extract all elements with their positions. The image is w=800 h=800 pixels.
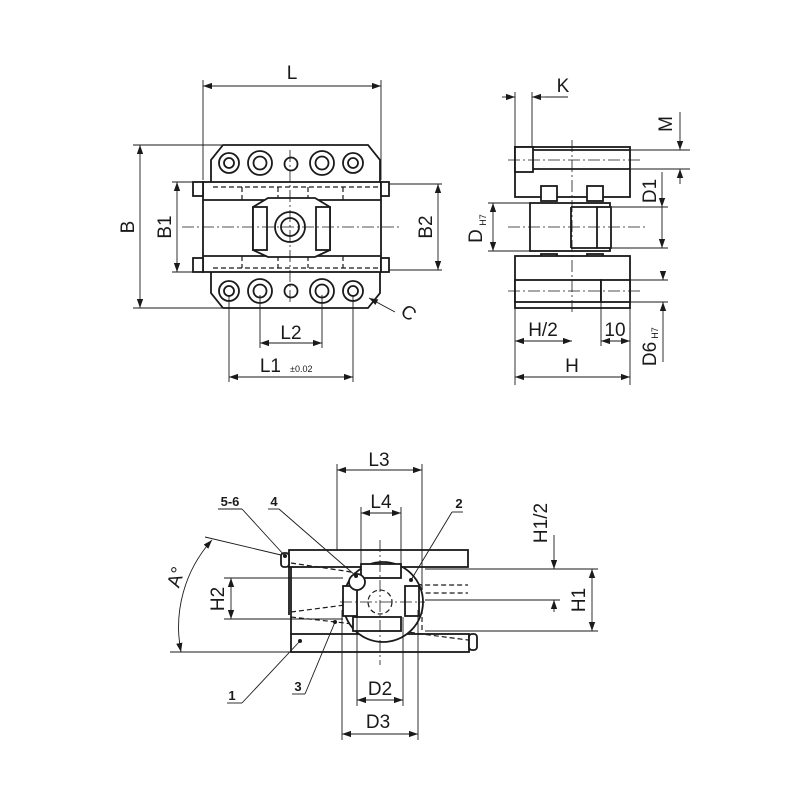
left-lug-top — [192, 181, 204, 197]
callout-3-label: 3 — [294, 679, 301, 694]
wedge-hidden-lines — [290, 562, 468, 586]
set-screw-left — [280, 552, 290, 568]
right-lug-bottom — [380, 257, 390, 273]
upper-tooth — [586, 185, 604, 202]
dimension-L3: L3 — [336, 450, 423, 585]
dimension-H-label: H — [565, 356, 579, 377]
dimension-L1-label: L1 — [260, 356, 281, 377]
dimension-H: H — [515, 356, 630, 381]
dimension-H-half: H/2 — [514, 308, 572, 385]
rotor-slot-bottom — [352, 616, 402, 632]
dimension-H1: H1 — [425, 568, 598, 632]
callout-5-6: 5-6 — [218, 494, 287, 558]
dimension-M: M — [630, 112, 690, 184]
dimension-D6-label: D6 — [640, 342, 661, 366]
dimension-K: K — [502, 76, 570, 147]
side-view: K M D1 D H7 H/2 — [466, 76, 690, 385]
dimension-L4-label: L4 — [370, 492, 392, 513]
dimension-A-label: A° — [164, 564, 190, 590]
ball-detent — [348, 573, 366, 591]
dimension-L-label: L — [287, 63, 298, 84]
counterbore-hole — [247, 150, 273, 176]
dimension-C-label: C — [397, 301, 420, 326]
bolt-hole — [342, 152, 364, 174]
callout-2-label: 2 — [455, 496, 462, 511]
dimension-D2-label: D2 — [368, 679, 392, 700]
callout-4-label: 4 — [270, 494, 278, 509]
dimension-D6-fit: H7 — [650, 327, 660, 339]
left-lug-bottom — [192, 257, 204, 273]
side-view-body — [508, 140, 645, 315]
dimension-B2-label: B2 — [416, 215, 437, 238]
dimension-L2: L2 — [259, 295, 323, 348]
dimension-L4: L4 — [360, 492, 402, 564]
section-view: L3 L4 H1/2 H1 H2 — [164, 450, 598, 740]
dimension-D1: D1 — [612, 172, 668, 249]
upper-screw-head — [514, 146, 534, 173]
dimension-B1: B1 — [155, 181, 195, 273]
dimension-H1-half-label: H1/2 — [531, 503, 552, 543]
boss-jaw-right — [315, 206, 331, 251]
dimension-L: L — [202, 63, 382, 180]
dimension-B1-label: B1 — [155, 215, 176, 238]
dimension-10: 10 — [600, 302, 631, 385]
dimension-H-half-label: H/2 — [528, 320, 558, 341]
pin-hole — [283, 156, 299, 172]
callout-5-6-label: 5-6 — [221, 494, 240, 509]
dimension-D-fit: H7 — [478, 214, 488, 226]
rotor-slot-top — [360, 563, 402, 579]
dimension-D3-label: D3 — [366, 712, 390, 733]
dimension-D3: D3 — [341, 610, 419, 740]
dimension-D1-label: D1 — [640, 179, 661, 203]
dimension-D-label: D — [466, 229, 487, 243]
dimension-B-label: B — [118, 221, 139, 234]
dimension-H1-label: H1 — [569, 588, 590, 612]
dimension-L1: L1 ±0.02 — [228, 295, 354, 382]
dimension-H2: H2 — [208, 577, 343, 620]
section-view-body — [280, 540, 478, 665]
bolt-hole — [218, 152, 240, 174]
callout-3: 3 — [292, 620, 337, 695]
dimension-L2-label: L2 — [280, 323, 301, 344]
pin-hole — [283, 283, 299, 299]
dimension-D: D H7 — [466, 202, 530, 252]
callout-4: 4 — [268, 494, 358, 578]
dimension-M-label: M — [656, 116, 677, 132]
callout-2: 2 — [409, 496, 463, 582]
counterbore-hole — [309, 150, 335, 176]
dimension-L1-tolerance: ±0.02 — [290, 364, 312, 374]
dimension-D2: D2 — [356, 617, 404, 706]
boss-jaw-left — [252, 206, 268, 251]
dimension-K-label: K — [557, 76, 570, 97]
dimension-10-label: 10 — [604, 320, 625, 341]
top-view: L B B1 B2 L2 — [118, 63, 442, 382]
upper-tooth — [540, 185, 558, 202]
dimension-B2: B2 — [389, 183, 442, 271]
upper-jaw-block — [514, 146, 631, 198]
dimension-B: B — [118, 144, 222, 309]
right-lug-top — [380, 181, 390, 197]
center-flange — [596, 206, 612, 249]
callout-1-label: 1 — [228, 688, 235, 703]
rotor-lock-right — [404, 585, 420, 617]
callout-1: 1 — [227, 639, 302, 704]
set-screw-right — [468, 633, 478, 651]
dimension-L3-label: L3 — [368, 450, 389, 471]
dimension-C: C — [368, 297, 420, 326]
dimension-angle-A: A° — [164, 536, 291, 653]
top-view-body — [182, 144, 400, 309]
dimension-D6: D6 H7 — [630, 271, 668, 366]
dimension-H2-label: H2 — [208, 587, 229, 611]
